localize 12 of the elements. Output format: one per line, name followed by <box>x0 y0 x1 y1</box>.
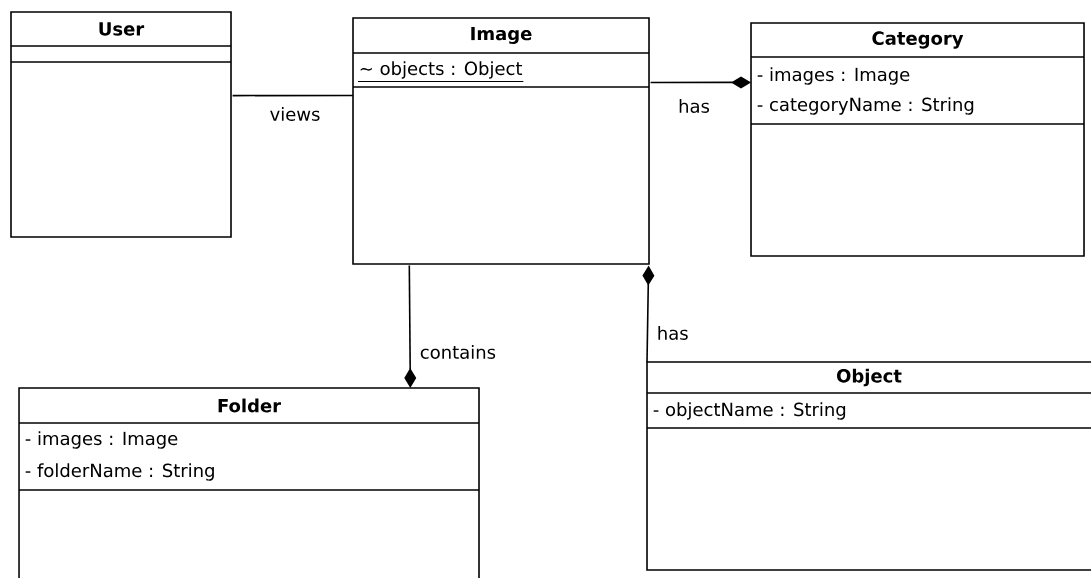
class-box: Category - images : Image - categoryName : String <box>750 22 1085 257</box>
edge-label: has <box>677 98 711 114</box>
association-line <box>404 264 417 388</box>
association-line <box>231 94 354 97</box>
edge-label: views <box>268 106 322 122</box>
class-box: User <box>10 11 232 238</box>
association-line <box>649 76 751 89</box>
class-box: Object - objectName : String <box>646 361 1091 571</box>
class-box: Image ~ objects : Object <box>352 17 650 265</box>
class-box: Folder - images : Image - folderName : String <box>18 387 480 578</box>
edge-label: has <box>655 325 690 341</box>
edge-label: contains <box>418 344 497 360</box>
